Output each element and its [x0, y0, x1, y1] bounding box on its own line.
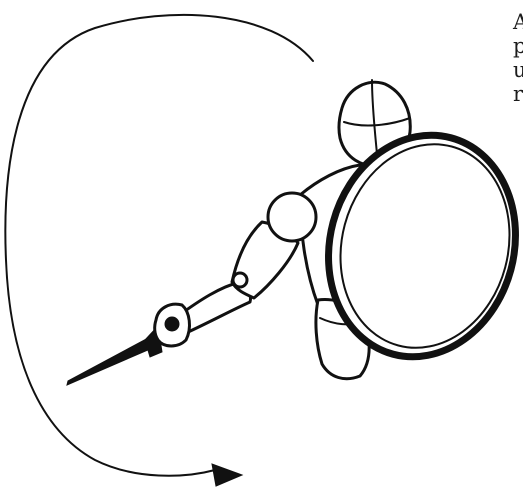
sword [67, 326, 162, 385]
text-fragment: p [513, 34, 523, 58]
text-fragment: u [513, 58, 523, 82]
elbow [233, 273, 247, 287]
text-fragment: r [513, 82, 523, 106]
arrowhead-icon [212, 464, 242, 486]
grip-dot [165, 317, 179, 331]
sword-blade [67, 337, 157, 385]
side-text-fragments: A p u r [513, 10, 523, 106]
text-fragment: A [513, 10, 523, 34]
sword-hand [155, 304, 190, 346]
shoulder [268, 193, 316, 241]
